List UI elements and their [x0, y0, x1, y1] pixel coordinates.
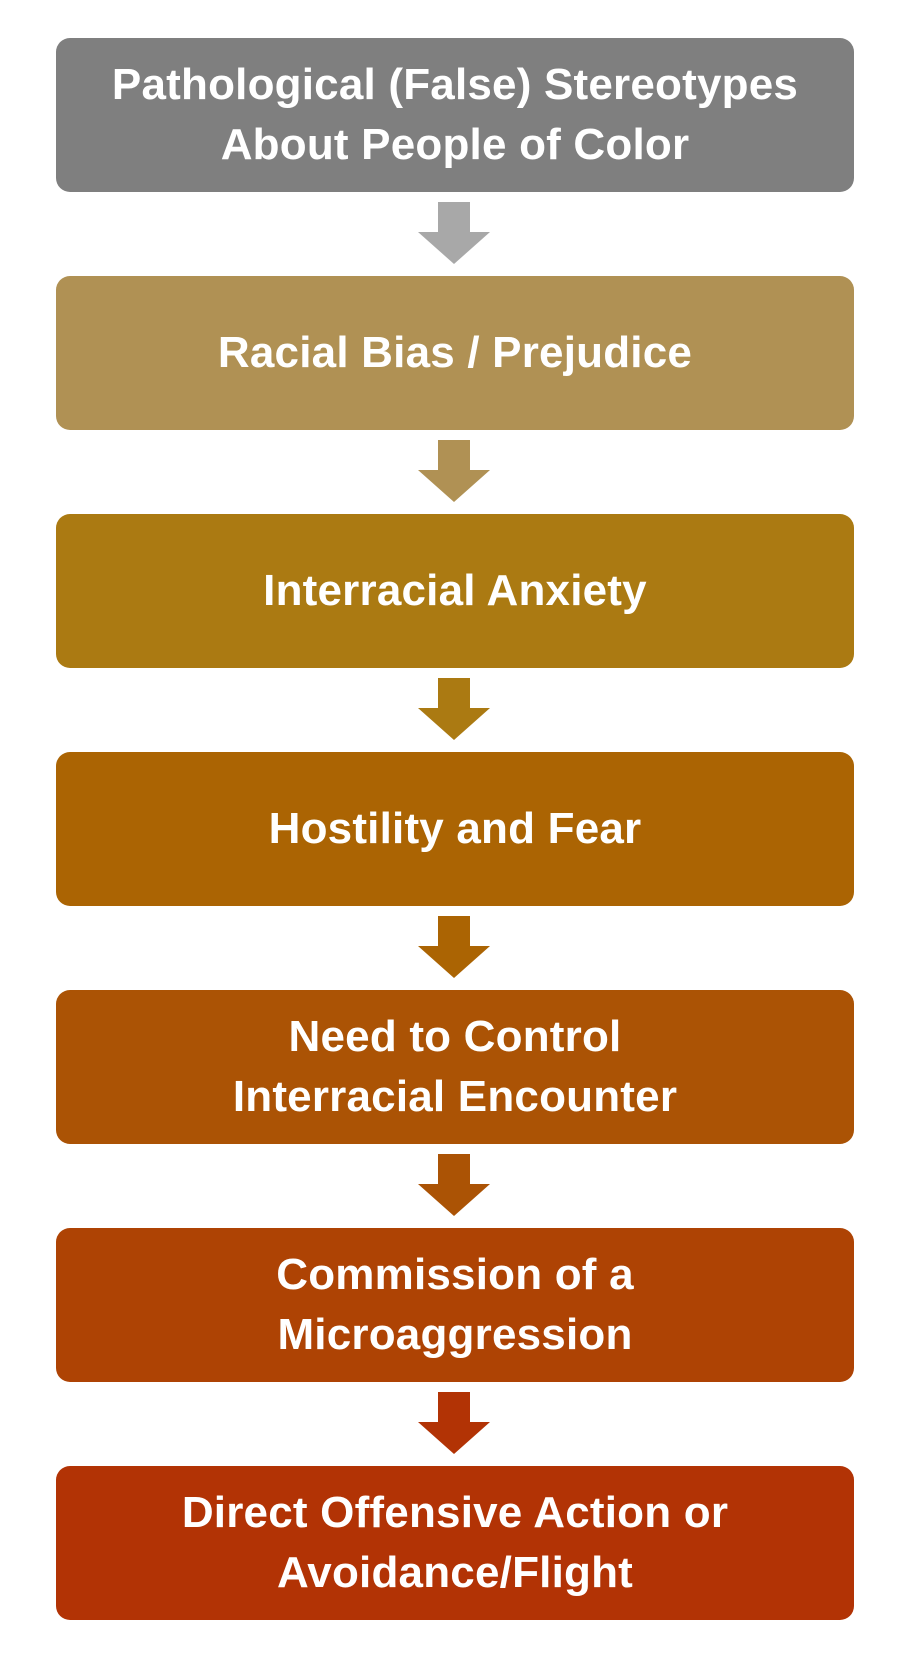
down-arrow-icon — [418, 678, 490, 740]
step-need-to-control-interracial-encounter: Need to Control Interracial Encounter — [56, 990, 854, 1144]
down-arrow-icon — [418, 1154, 490, 1216]
step-label: Racial Bias / Prejudice — [217, 328, 693, 377]
down-arrow-icon — [418, 440, 490, 502]
down-arrow-icon — [418, 1392, 490, 1454]
step-interracial-anxiety: Interracial Anxiety — [56, 514, 854, 668]
step-pathological-false-stereotypes: Pathological (False) Stereotypes About P… — [56, 38, 854, 192]
down-arrow-icon — [418, 202, 490, 264]
step-label: Pathological (False) Stereotypes About P… — [111, 60, 799, 169]
step-label: Hostility and Fear — [268, 804, 642, 853]
step-hostility-and-fear: Hostility and Fear — [56, 752, 854, 906]
step-commission-of-a-microaggression: Commission of a Microaggression — [56, 1228, 854, 1382]
step-label: Need to Control Interracial Encounter — [232, 1012, 678, 1121]
step-label: Interracial Anxiety — [263, 566, 647, 615]
down-arrow-icon — [418, 916, 490, 978]
step-direct-offensive-action-or-avoidance: Direct Offensive Action or Avoidance/Fli… — [56, 1466, 854, 1620]
step-racial-bias-prejudice: Racial Bias / Prejudice — [56, 276, 854, 430]
step-label: Commission of a Microaggression — [276, 1250, 634, 1359]
step-label: Direct Offensive Action or Avoidance/Fli… — [181, 1488, 729, 1597]
